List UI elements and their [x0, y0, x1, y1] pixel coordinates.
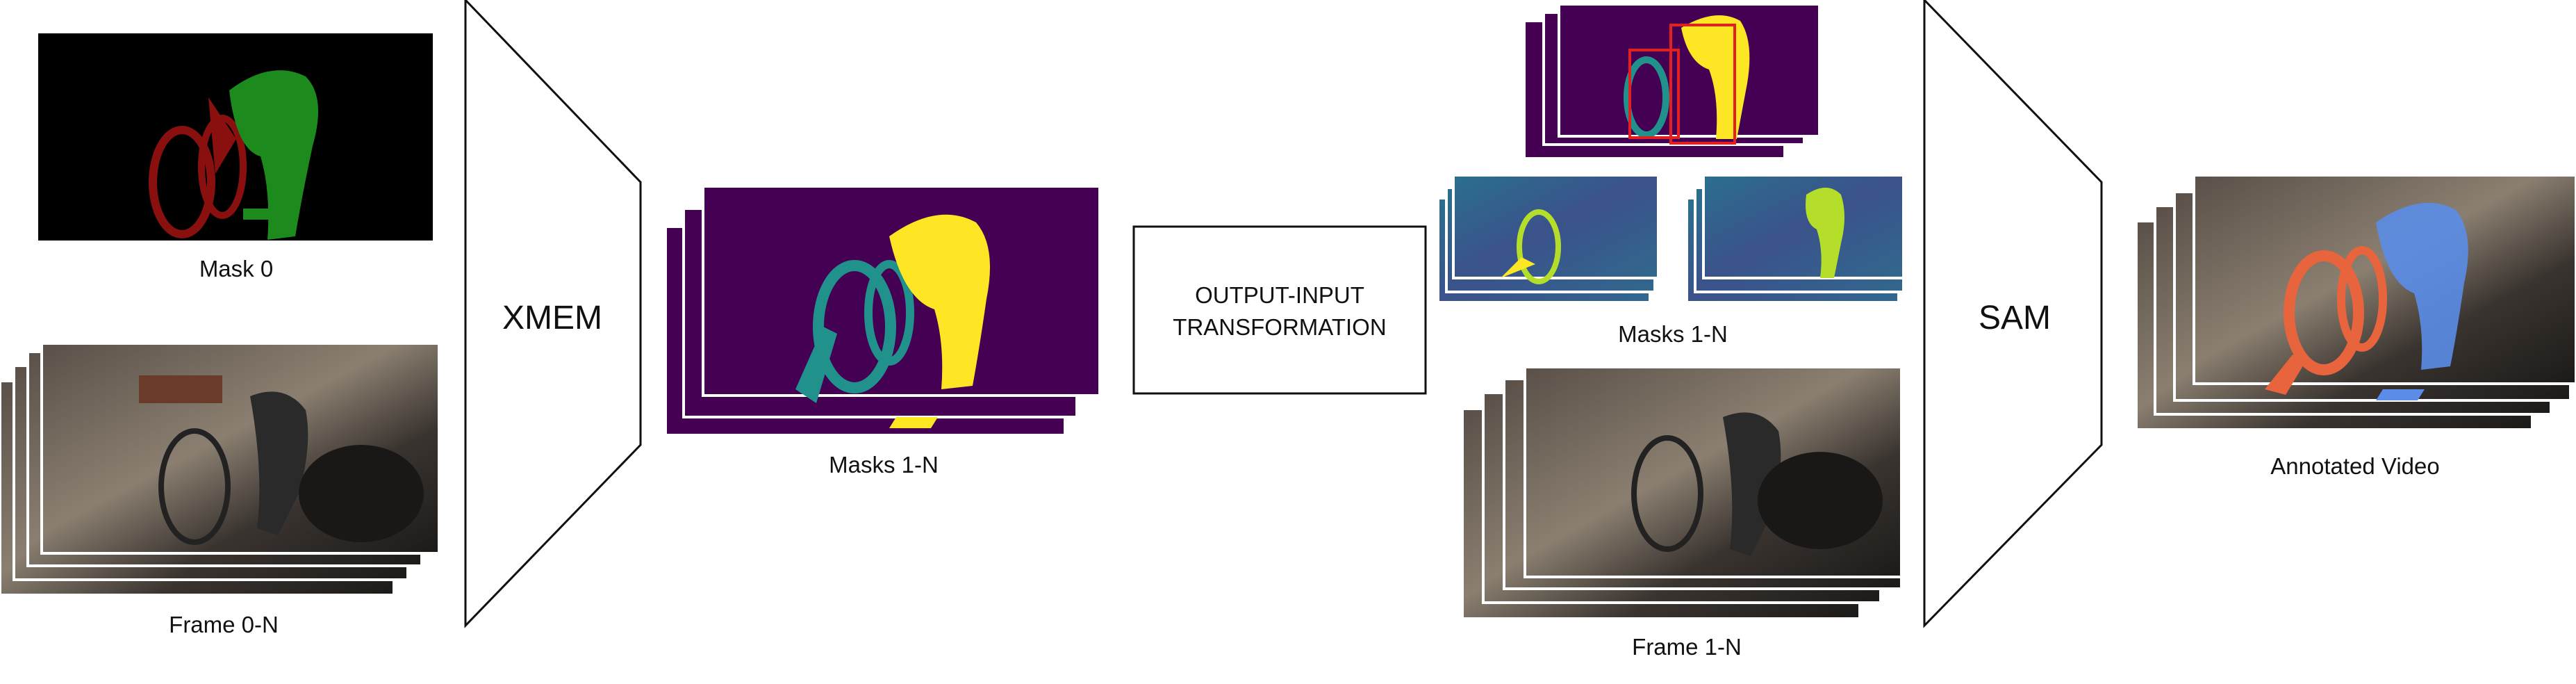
frames-right-stack [1461, 366, 1903, 620]
masks-mid-stack [664, 185, 1101, 437]
mask0-image [38, 33, 433, 241]
frames-input-label: Frame 0-N [169, 612, 279, 637]
masks-right-heatmap-left [1437, 174, 1660, 304]
sam-label: SAM [1978, 300, 2051, 336]
frames-right-label: Frame 1-N [1632, 634, 1742, 660]
transformation-box [1132, 225, 1427, 395]
frames-input-stack [0, 342, 440, 596]
transformation-label-line1: OUTPUT-INPUT [1195, 282, 1364, 308]
masks-mid-label: Masks 1-N [829, 452, 939, 478]
sam-block [1923, 0, 2103, 628]
annotated-video-label: Annotated Video [2270, 453, 2440, 479]
transformation-label-line2: TRANSFORMATION [1173, 314, 1387, 340]
masks-right-label: Masks 1-N [1618, 321, 1728, 347]
xmem-label: XMEM [502, 300, 602, 336]
mask0-label: Mask 0 [199, 256, 274, 282]
annotated-video-stack [2135, 174, 2576, 431]
masks-right-heatmap-right [1685, 174, 1905, 304]
masks-right-prompt-stack [1523, 3, 1821, 160]
xmem-block [464, 0, 642, 628]
